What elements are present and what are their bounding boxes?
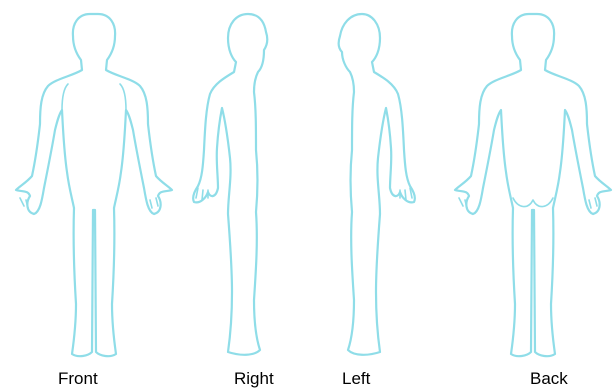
left-view-figure (339, 14, 415, 355)
back-view-label: Back (530, 369, 568, 389)
front-view-figure (16, 14, 172, 356)
left-view-label: Left (342, 369, 370, 389)
left-figure-outline (339, 14, 415, 355)
front-view-label: Front (58, 369, 98, 389)
right-view-label: Right (234, 369, 274, 389)
back-figure-outline (455, 14, 611, 356)
front-figure-outline (16, 14, 172, 356)
back-view-figure (455, 14, 611, 356)
right-figure-outline (193, 14, 267, 355)
right-view-figure (193, 14, 267, 355)
